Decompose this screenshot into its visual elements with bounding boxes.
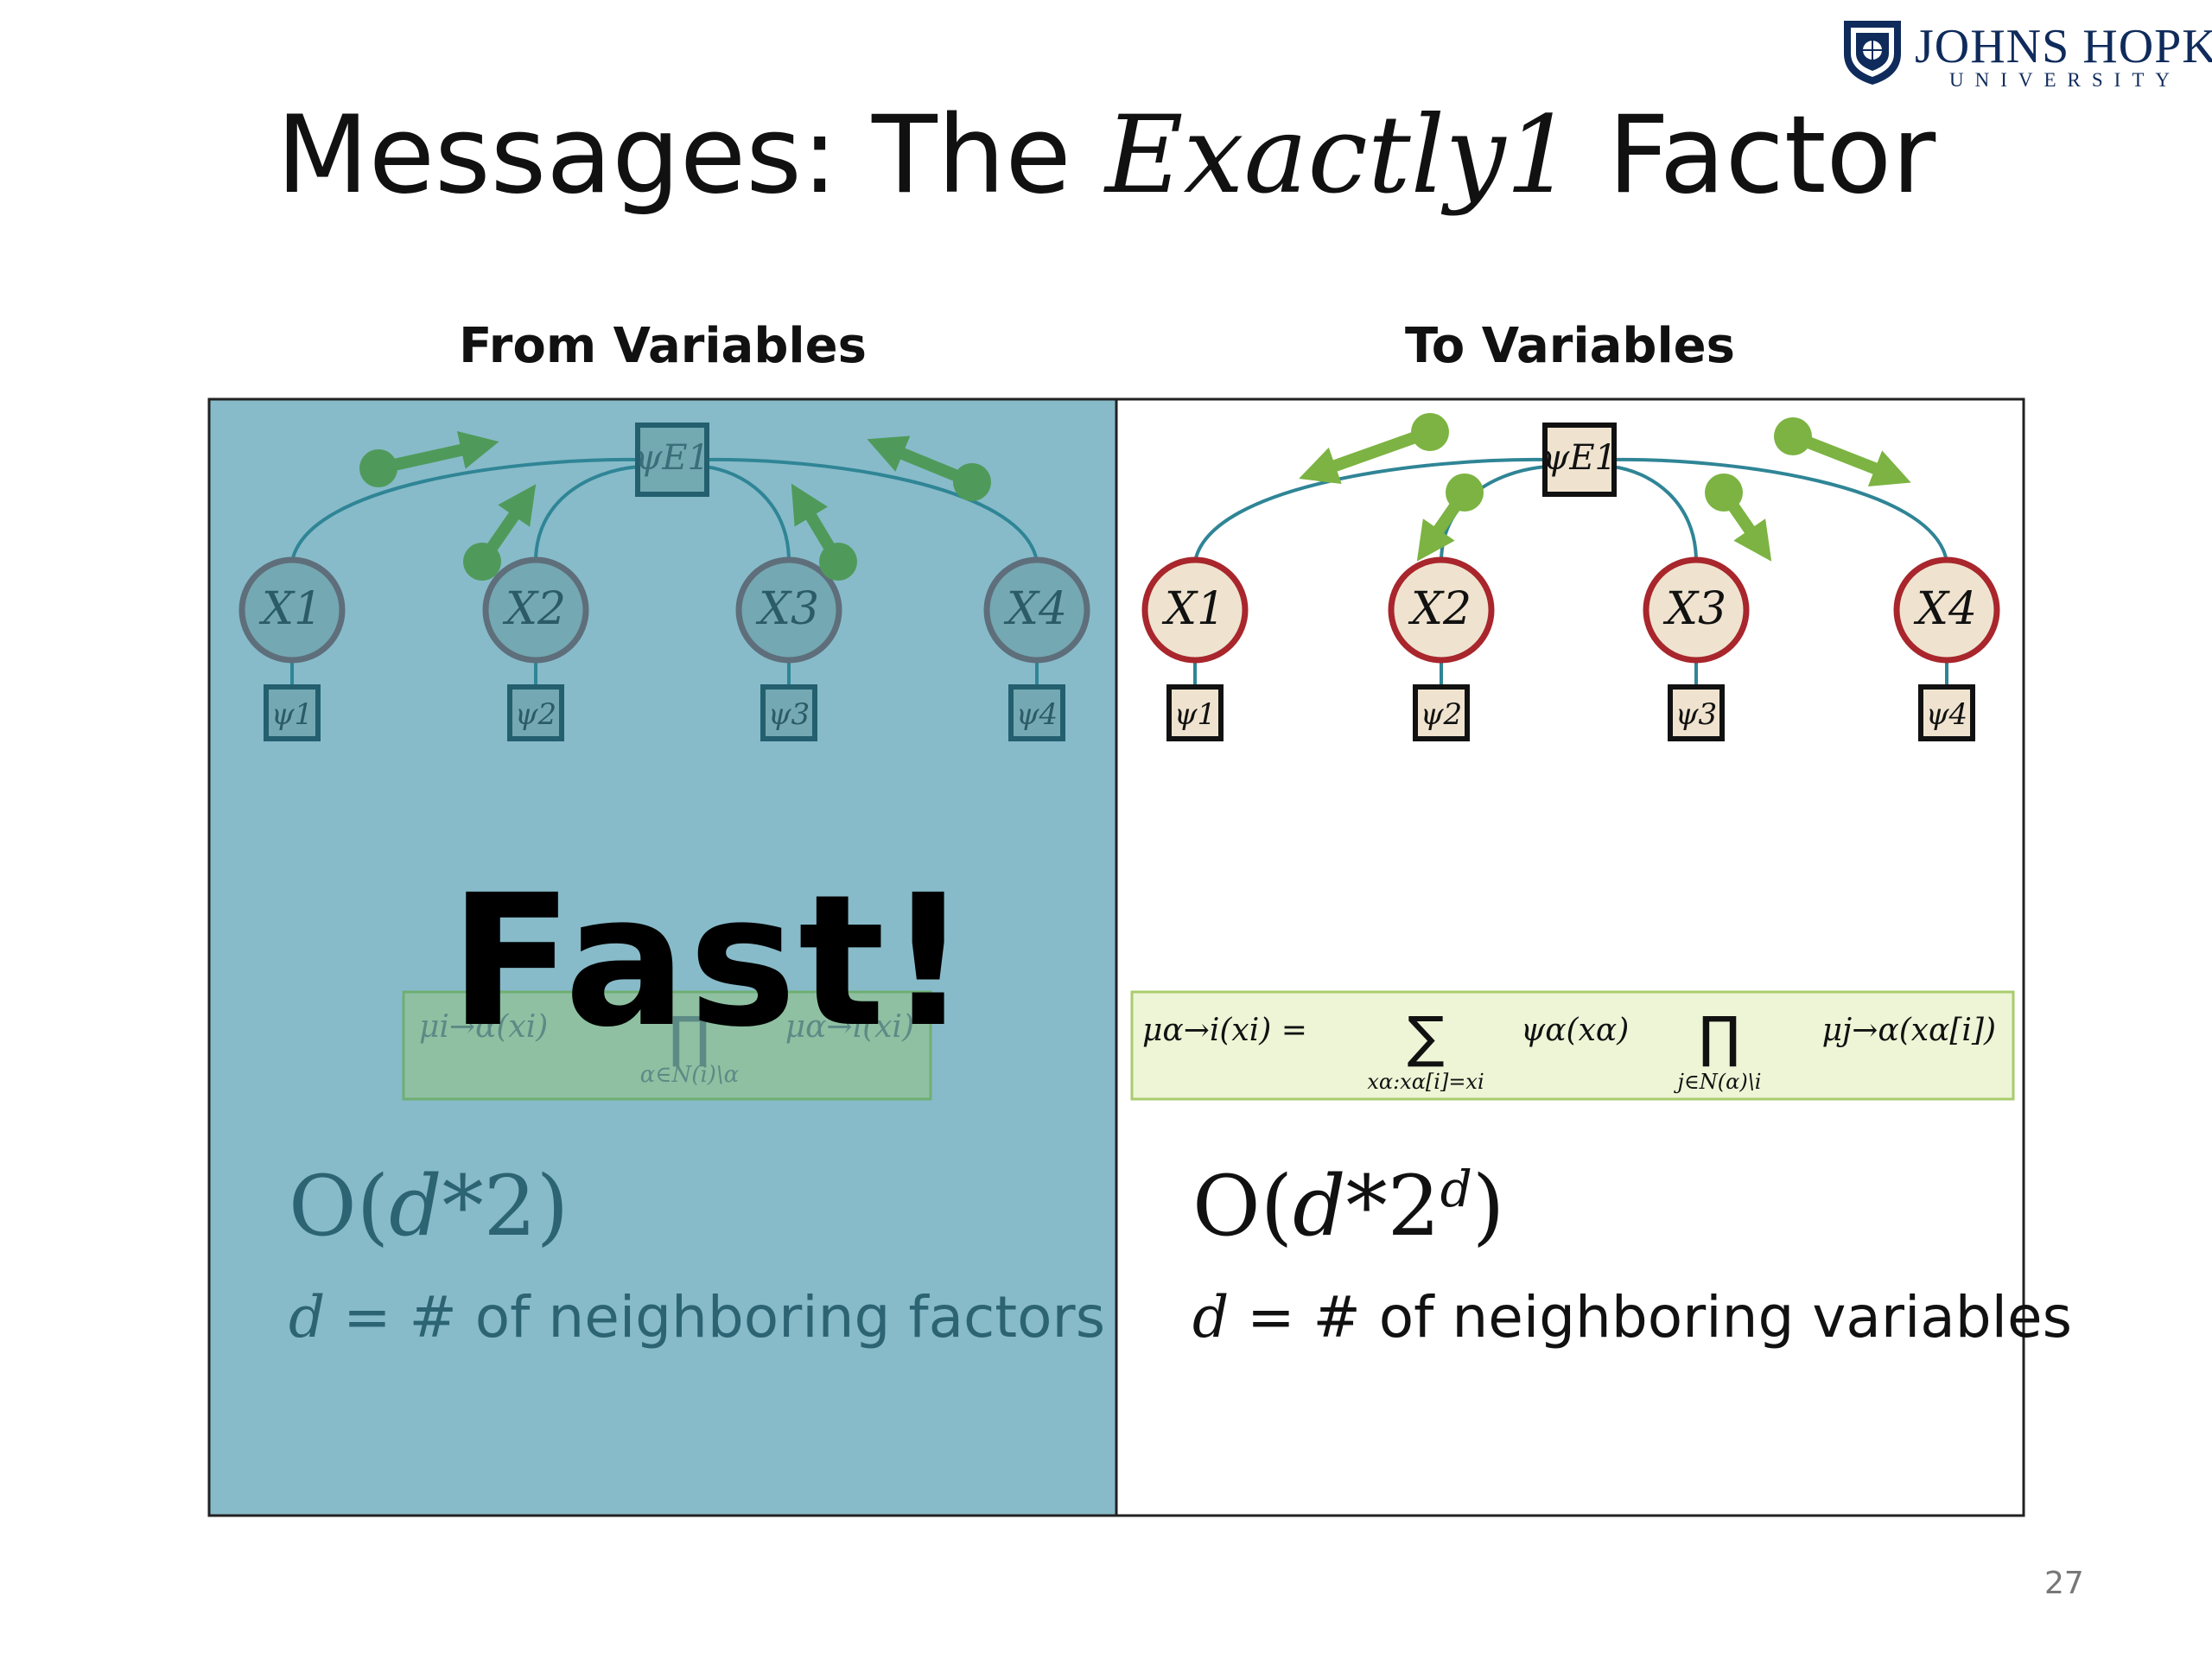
fast-overlay-text: Fast! (449, 855, 972, 1067)
page-number: 27 (2044, 1566, 2084, 1601)
variable-node-right-1: X1 (1141, 556, 1249, 664)
left-graph: ψE1 X1 X2 X3 X4 ψ1 ψ2 ψ3 (238, 423, 1090, 1101)
formula-left-lhs: μi→α(xi) (419, 1009, 548, 1045)
edge-right-x3 (1611, 465, 1698, 563)
svg-text:ψ1: ψ1 (1174, 697, 1216, 732)
edge-right-x4 (1611, 457, 1948, 563)
definition-left-text: = # of neighboring factors (325, 1284, 1106, 1351)
formula-left-subscript: α∈N(i)\α (640, 1062, 740, 1088)
factor-label-left: ψE1 (635, 438, 709, 478)
unary-factor-left-4: ψ4 (1008, 684, 1065, 741)
unary-factor-right-1: ψ1 (1166, 684, 1224, 741)
unary-factor-right-2: ψ2 (1413, 684, 1470, 741)
svg-text:ψ4: ψ4 (1926, 697, 1967, 732)
formula-box-right (1130, 990, 2015, 1101)
cost-right-exponent: d (1440, 1160, 1472, 1218)
definition-right: d = # of neighboring variables (1192, 1284, 2072, 1351)
cost-left-prefix: O( (289, 1158, 390, 1255)
unary-factor-right-3: ψ3 (1668, 684, 1725, 741)
unary-factor-left-3: ψ3 (760, 684, 817, 741)
svg-text:ψ1: ψ1 (271, 697, 313, 732)
svg-text:ψ2: ψ2 (1421, 697, 1462, 732)
formula-right-lhs: μα→i(xi) = (1142, 1013, 1307, 1048)
message-arrows-right (1299, 413, 1911, 562)
svg-text:X4: X4 (1003, 583, 1067, 635)
formula-right-prod: ∏ (1699, 1006, 1740, 1070)
variable-node-right-4: X4 (1893, 556, 2000, 664)
variable-node-right-3: X3 (1643, 556, 1750, 664)
title-suffix: Factor (1573, 93, 1936, 218)
factor-node-left (635, 423, 709, 497)
variable-node-left-4: X4 (983, 556, 1090, 664)
left-panel (207, 397, 1118, 1517)
svg-text:X2: X2 (502, 583, 566, 635)
formula-right-sum-subscript: xα:xα[i]=xi (1367, 1070, 1484, 1094)
cost-right: O(d*2d) (1192, 1158, 1504, 1255)
formula-right-sum: ∑ (1407, 1006, 1444, 1070)
message-arrows-left (359, 430, 991, 581)
variable-node-left-3: X3 (735, 556, 842, 664)
definition-right-text: = # of neighboring variables (1229, 1284, 2072, 1351)
edge-left-x3 (703, 465, 791, 563)
logo-name: JOHNS HOPKINS (1915, 20, 2212, 73)
formula-left-operator: ∏ (669, 1006, 710, 1070)
edge-left-x2 (534, 465, 640, 563)
unary-factor-left-1: ψ1 (264, 684, 321, 741)
formula-box-left (402, 990, 932, 1101)
cost-right-suffix: ) (1471, 1158, 1505, 1255)
formula-right-potential: ψα(xα) (1521, 1013, 1629, 1048)
cost-right-var: d (1293, 1158, 1346, 1255)
edge-left-x1 (290, 457, 640, 563)
edge-left-x4 (703, 457, 1039, 563)
unary-factor-left-2: ψ2 (507, 684, 564, 741)
svg-text:ψ3: ψ3 (768, 697, 810, 732)
cost-right-prefix: O( (1192, 1158, 1294, 1255)
title-prefix: Messages: The (276, 93, 1106, 218)
svg-text:ψ4: ψ4 (1016, 697, 1058, 732)
variable-node-left-2: X2 (482, 556, 589, 664)
svg-text:X3: X3 (1662, 583, 1726, 635)
svg-text:X1: X1 (258, 583, 322, 635)
university-logo: JOHNS HOPKINS UNIVERSITY (1839, 12, 2212, 91)
variable-node-left-1: X1 (238, 556, 346, 664)
logo-subtitle: UNIVERSITY (1949, 69, 2181, 91)
formula-right-prod-subscript: j∈N(α)\i (1674, 1070, 1762, 1094)
variable-node-right-2: X2 (1388, 556, 1495, 664)
cost-left: O(d*2) (289, 1158, 569, 1255)
svg-text:X1: X1 (1161, 583, 1225, 635)
svg-text:ψ2: ψ2 (515, 697, 556, 732)
cost-right-rest: *2 (1345, 1158, 1440, 1255)
shield-crest-icon (1844, 21, 1901, 85)
formula-right-message: μj→α(xα[i]) (1822, 1013, 1996, 1048)
svg-text:ψ3: ψ3 (1675, 697, 1717, 732)
factor-label-right: ψE1 (1542, 438, 1617, 478)
definition-left: d = # of neighboring factors (289, 1284, 1105, 1351)
svg-text:X3: X3 (755, 583, 819, 635)
svg-text:X4: X4 (1913, 583, 1977, 635)
cost-left-rest: *2) (442, 1158, 569, 1255)
right-panel (1115, 397, 2025, 1517)
factor-node-right (1542, 423, 1617, 497)
title-italic: Exactly1 (1105, 93, 1574, 218)
definition-right-var: d (1192, 1284, 1230, 1351)
heading-to-variables: To Variables (1405, 318, 1735, 374)
formula-left-rhs: μα→i(xi) (785, 1009, 914, 1045)
definition-left-var: d (289, 1284, 326, 1351)
right-graph: ψE1 X1 X2 X3 X4 ψ1 ψ2 ψ3 (1130, 413, 2015, 1101)
heading-from-variables: From Variables (459, 318, 867, 374)
slide-title: Messages: The Exactly1 Factor (0, 93, 2212, 218)
svg-text:X2: X2 (1408, 583, 1471, 635)
cost-left-var: d (389, 1158, 442, 1255)
unary-factor-right-4: ψ4 (1918, 684, 1975, 741)
